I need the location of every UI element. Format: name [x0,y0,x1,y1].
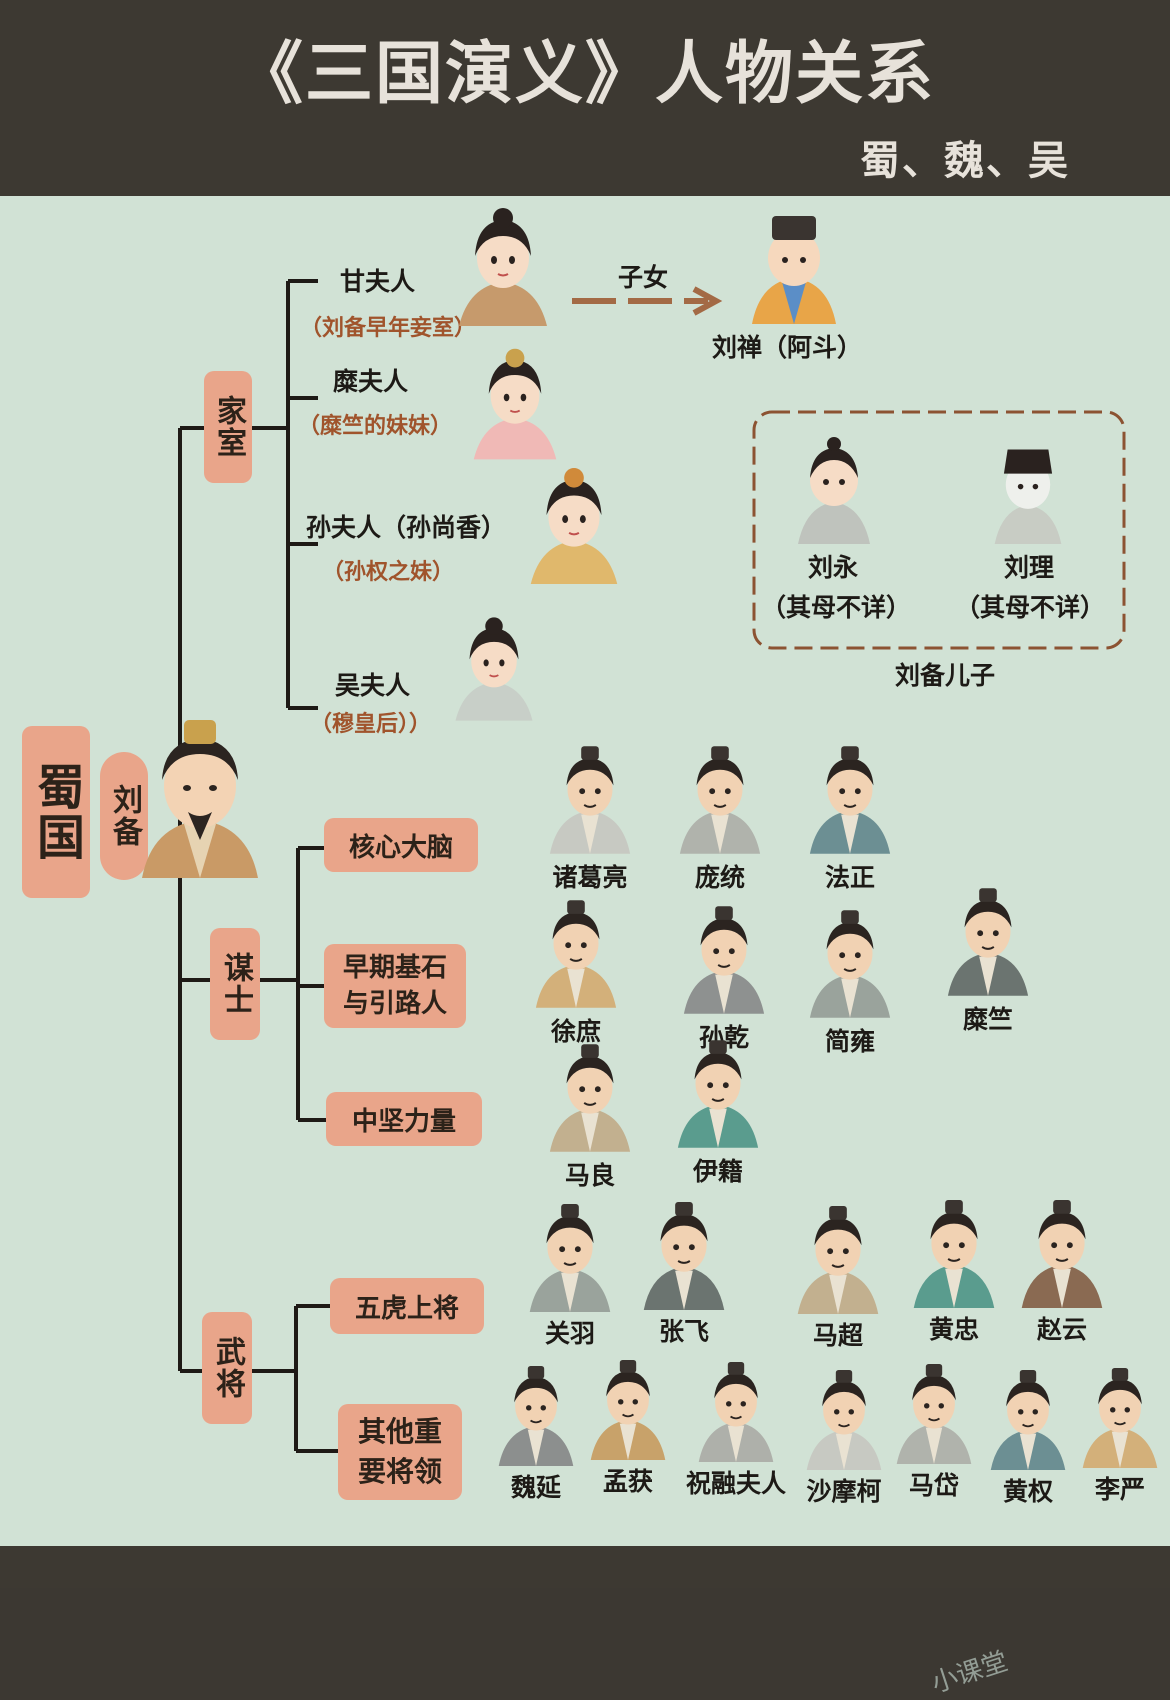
general-name-9: 马岱 [908,1471,959,1500]
advisor-name-7: 马良 [564,1161,615,1190]
advisor-name-6: 糜竺 [962,1005,1013,1034]
advisor-name-8: 伊籍 [692,1157,743,1186]
child-name-liushan: 刘禅（阿斗） [712,333,863,362]
advisor-portrait-6 [944,886,1032,998]
sons-caption: 刘备儿子 [895,661,996,690]
general-portrait-4 [1014,1200,1110,1308]
advisor-name-3: 徐庶 [550,1017,601,1046]
liubei-portrait [136,720,264,878]
liushan-portrait [746,210,842,324]
general-name-8: 沙摩柯 [806,1477,882,1506]
children-arrow [572,286,723,316]
advisor-name-5: 简雍 [824,1027,875,1056]
son-name-liuli: 刘理 [1003,553,1054,582]
wife-note-4: （穆皇后）） [310,712,432,737]
general-portrait-6 [586,1360,670,1460]
footer-bar [0,1546,1170,1588]
general-name-11: 李严 [1094,1475,1145,1504]
general-name-2: 马超 [812,1321,863,1350]
wife-note-2: （糜竺的妹妹） [298,414,453,439]
advisor-portrait-2 [806,744,894,856]
advisor-name-2: 法正 [824,863,875,892]
advisor-portrait-0 [546,744,634,856]
wife-name-4: 吴夫人 [335,671,411,700]
advisor-portrait-1 [676,744,764,856]
general-group-others-line1: 其他重 [357,1415,442,1448]
diagram-area: 蜀国 刘备 家室 谋士 武将 甘夫人 （刘备早年妾室） 糜夫人 （糜竺的妹妹） … [0,196,1170,1699]
advisor-name-1: 庞统 [694,863,745,892]
tree-lines [178,279,338,1453]
general-portrait-11 [1078,1368,1162,1468]
son-note-liuli: （其母不详） [954,593,1105,622]
advisor-group-core: 核心大脑 [324,818,478,872]
son-note-liuyong: （其母不详） [760,593,911,622]
sons-dashed-box [752,410,1126,650]
advisor-portrait-8 [674,1038,762,1150]
advisor-name-0: 诸葛亮 [552,863,628,892]
advisor-group-early-line2: 与引路人 [342,989,447,1019]
wife-name-1: 甘夫人 [340,267,416,296]
connector-lines [178,279,1126,1453]
advisor-group-early: 早期基石 与引路人 [324,944,466,1028]
wife-name-2: 糜夫人 [333,367,409,396]
generals-box: 武将 [202,1312,252,1424]
liuli-portrait [988,444,1068,544]
general-portrait-0 [522,1204,618,1312]
general-name-3: 黄忠 [928,1315,979,1344]
general-group-others-line2: 要将领 [357,1455,442,1488]
general-name-10: 黄权 [1002,1477,1053,1506]
watermark: 小课堂 [928,1646,1012,1700]
ruler-box: 刘备 [100,752,148,880]
page-title: 《三国演义》人物关系 [234,35,935,114]
advisor-group-early-line1: 早期基石 [342,953,447,983]
header: 《三国演义》人物关系 蜀、魏、吴 [0,0,1170,196]
general-name-1: 张飞 [658,1317,709,1346]
general-portrait-9 [892,1364,976,1464]
general-name-7: 祝融夫人 [685,1469,786,1498]
advisor-group-mainstay: 中坚力量 [326,1092,482,1146]
general-name-4: 赵云 [1036,1315,1087,1344]
wife-name-3: 孙夫人（孙尚香） [306,513,507,542]
advisor-portrait-4 [680,904,768,1016]
wife-portrait-1 [455,208,551,326]
general-group-five-tigers: 五虎上将 [330,1278,484,1334]
family-box: 家室 [204,371,252,483]
general-name-6: 孟获 [602,1467,653,1496]
general-portrait-3 [906,1200,1002,1308]
general-portrait-2 [790,1206,886,1314]
general-portrait-5 [494,1366,578,1466]
kingdom-box: 蜀国 [22,726,90,898]
general-name-5: 魏延 [510,1473,561,1502]
advisor-portrait-5 [806,908,894,1020]
general-group-others: 其他重 要将领 [338,1404,462,1500]
son-name-liuyong: 刘永 [807,553,858,582]
advisor-portrait-7 [546,1042,634,1154]
general-name-0: 关羽 [544,1319,595,1348]
children-label: 子女 [618,263,669,292]
liuyong-portrait [794,436,874,544]
general-portrait-8 [802,1370,886,1470]
wife-note-3: （孙权之妹） [322,560,455,585]
advisor-portrait-3 [532,898,620,1010]
general-portrait-1 [636,1202,732,1310]
wife-note-1: （刘备早年妾室） [300,316,477,341]
wife-portrait-2 [470,346,560,462]
general-portrait-10 [986,1370,1070,1470]
advisors-box: 谋士 [210,928,260,1040]
wife-portrait-4 [452,610,536,728]
general-portrait-7 [694,1362,778,1462]
wife-portrait-3 [526,468,622,584]
page-subtitle: 蜀、魏、吴 [860,138,1070,184]
